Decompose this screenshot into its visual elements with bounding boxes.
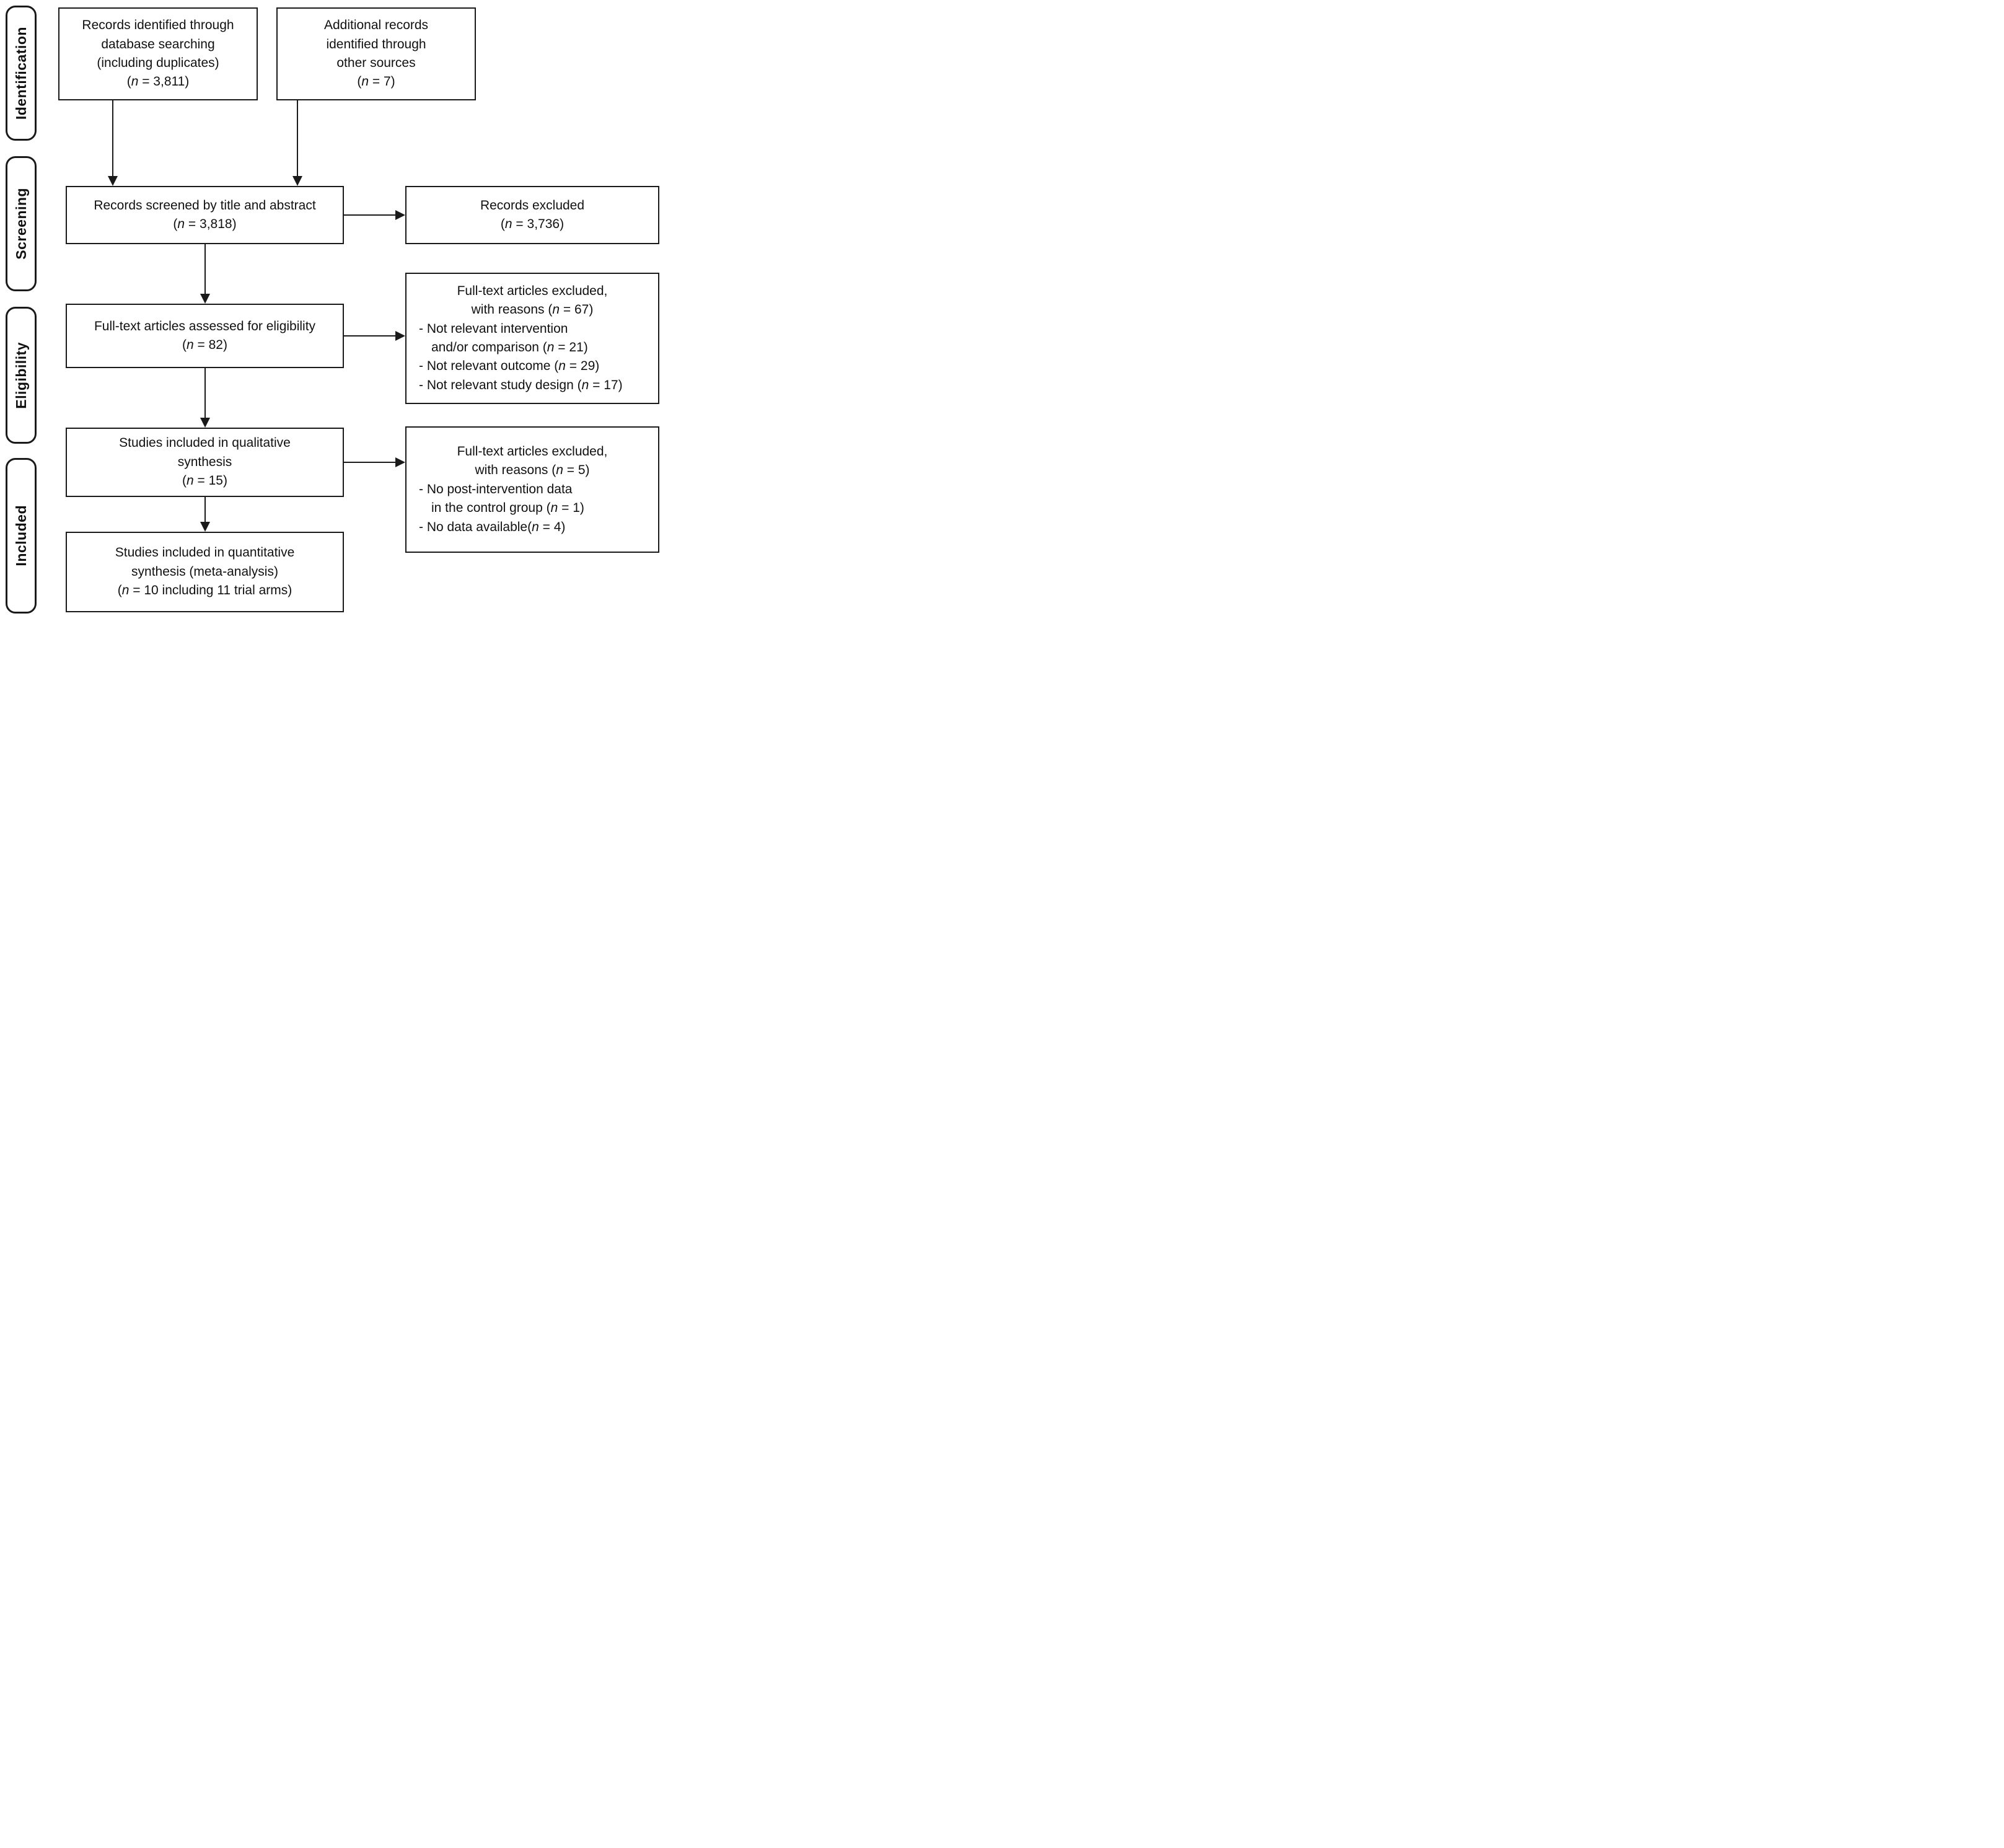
arrow-fulltext-to-excluded67 [344,335,397,337]
stage-label-eligibility: Eligibility [6,307,37,444]
arrowhead-right-icon [395,331,405,341]
box-line: in the control group (n = 1) [431,501,584,516]
box-line: (n = 15) [182,473,227,488]
box-line: (n = 3,818) [173,217,237,231]
arrowhead-right-icon [395,457,405,467]
box-line: - No data available(n = 4) [419,519,566,534]
box-line: synthesis (meta-analysis) [131,564,278,579]
box-line: Full-text articles excluded, [457,444,608,459]
box-fulltext-assessed: Full-text articles assessed for eligibil… [66,304,344,368]
stage-label-screening: Screening [6,156,37,291]
box-additional-records: Additional records identified through ot… [276,7,476,100]
box-line: Additional records [323,18,429,33]
box-line: Full-text articles excluded, [457,283,608,298]
box-line: Records identified through [82,18,234,33]
box-line: Full-text articles assessed for eligibil… [94,319,316,333]
box-line: - Not relevant intervention [419,321,568,336]
box-line: (n = 10 including 11 trial arms) [117,583,292,598]
box-line: - Not relevant study design (n = 17) [419,377,623,392]
box-records-identified: Records identified through database sear… [58,7,258,100]
arrowhead-down-icon [292,176,302,186]
stage-label-included-text: Included [12,505,29,566]
prisma-flow-diagram: Identification Screening Eligibility Inc… [0,0,668,616]
box-line: Records excluded [480,198,585,213]
box-line: (n = 82) [182,338,227,352]
arrow-screened-to-excluded [344,214,397,216]
box-qualitative-synthesis: Studies included in qualitative synthesi… [66,428,344,497]
stage-label-eligibility-text: Eligibility [12,341,29,409]
box-fulltext-excluded-67: Full-text articles excluded, with reason… [405,273,659,404]
arrow-qualitative-to-excluded5 [344,462,397,463]
arrow-qualitative-to-quantitative [204,497,206,523]
box-line: Studies included in qualitative [119,436,291,451]
arrowhead-down-icon [200,418,210,428]
box-line: with reasons (n = 67) [471,302,594,317]
arrow-additional-to-screened [297,100,298,177]
box-line: - No post-intervention data [419,482,573,496]
box-line: synthesis [177,454,232,469]
box-line: Records screened by title and abstract [94,198,316,213]
box-line: (n = 3,736) [500,217,565,231]
arrow-identified-to-screened [112,100,113,177]
box-quantitative-synthesis: Studies included in quantitative synthes… [66,532,344,612]
stage-label-identification-text: Identification [12,26,29,120]
box-line: and/or comparison (n = 21) [431,340,588,354]
arrow-fulltext-to-qualitative [204,368,206,419]
box-line: (n = 7) [357,74,395,89]
box-line: (n = 3,811) [126,74,190,89]
arrowhead-right-icon [395,210,405,220]
box-line: identified through [326,37,426,51]
box-line: with reasons (n = 5) [475,463,590,478]
arrowhead-down-icon [200,294,210,304]
box-line: other sources [336,56,416,70]
arrowhead-down-icon [108,176,118,186]
box-line: (including duplicates) [97,56,219,70]
box-records-excluded: Records excluded (n = 3,736) [405,186,659,244]
box-line: Studies included in quantitative [115,545,295,560]
arrowhead-down-icon [200,522,210,532]
stage-label-included: Included [6,458,37,614]
stage-label-screening-text: Screening [12,188,29,260]
stage-label-identification: Identification [6,6,37,141]
box-fulltext-excluded-5: Full-text articles excluded, with reason… [405,426,659,553]
box-records-screened: Records screened by title and abstract (… [66,186,344,244]
box-line: - Not relevant outcome (n = 29) [419,359,600,374]
box-line: database searching [101,37,215,51]
arrow-screened-to-fulltext [204,244,206,295]
